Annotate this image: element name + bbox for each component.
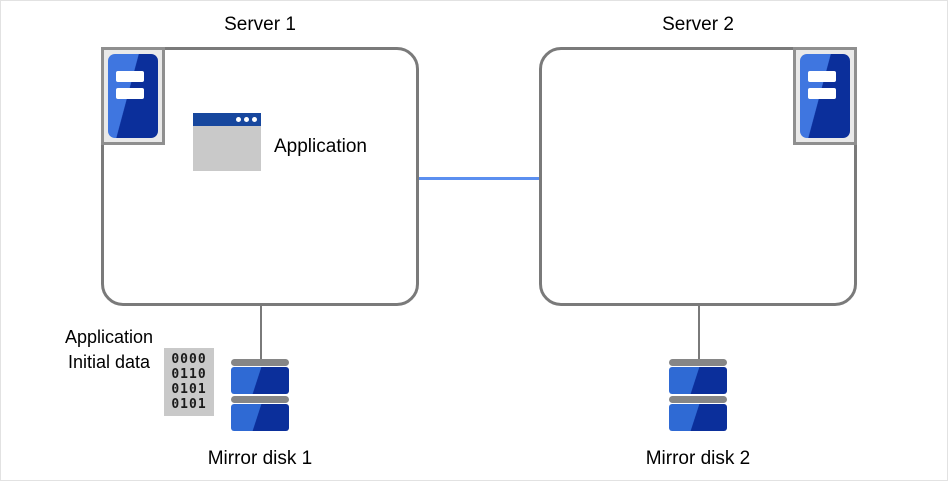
server-1-boundary — [101, 47, 419, 306]
window-dot-3 — [252, 117, 257, 122]
window-dot-2 — [244, 117, 249, 122]
server-icon-bar-top — [116, 70, 144, 82]
application-window-body — [193, 126, 261, 171]
disk-divider — [231, 396, 289, 403]
application-window-titlebar — [193, 113, 261, 126]
window-dot-1 — [236, 117, 241, 122]
server-icon-bar-bottom — [808, 88, 836, 100]
server-icon-bar-top — [808, 70, 836, 82]
initial-data-label-line-2: Initial data — [67, 352, 151, 372]
server-icon-bar-bottom — [116, 88, 144, 100]
server-1-disk-connector — [260, 306, 262, 361]
server-2-boundary — [539, 47, 857, 306]
server-machine-icon — [793, 47, 857, 145]
mirror-disk-icon — [669, 359, 727, 431]
initial-data-label-line-1: Application — [64, 327, 154, 347]
initial-data-block: 0000 0110 0101 0101 — [164, 348, 214, 416]
mirror-disk-icon — [231, 359, 289, 431]
server-2-disk-connector — [698, 306, 700, 361]
initial-data-label: Application Initial data — [49, 325, 169, 375]
interconnect-line — [419, 177, 540, 180]
initial-data-row: 0101 — [171, 396, 207, 412]
disk-platter-lower — [669, 404, 727, 431]
disk-platter-upper — [669, 367, 727, 394]
disk-divider — [669, 396, 727, 403]
disk-platter-upper — [231, 367, 289, 394]
initial-data-row: 0101 — [171, 381, 207, 397]
mirror-disk-2-label: Mirror disk 2 — [645, 448, 751, 469]
disk-cap — [231, 359, 289, 366]
server-1-title: Server 1 — [224, 14, 296, 35]
initial-data-row: 0110 — [171, 366, 207, 382]
application-label: Application — [274, 136, 367, 157]
server-machine-icon — [101, 47, 165, 145]
initial-data-row: 0000 — [171, 351, 207, 367]
application-window-icon — [193, 113, 261, 171]
mirror-disk-1-label: Mirror disk 1 — [207, 448, 313, 469]
server-icon-body — [800, 54, 850, 138]
server-icon-body — [108, 54, 158, 138]
disk-cap — [669, 359, 727, 366]
disk-platter-lower — [231, 404, 289, 431]
server-2-title: Server 2 — [662, 14, 734, 35]
